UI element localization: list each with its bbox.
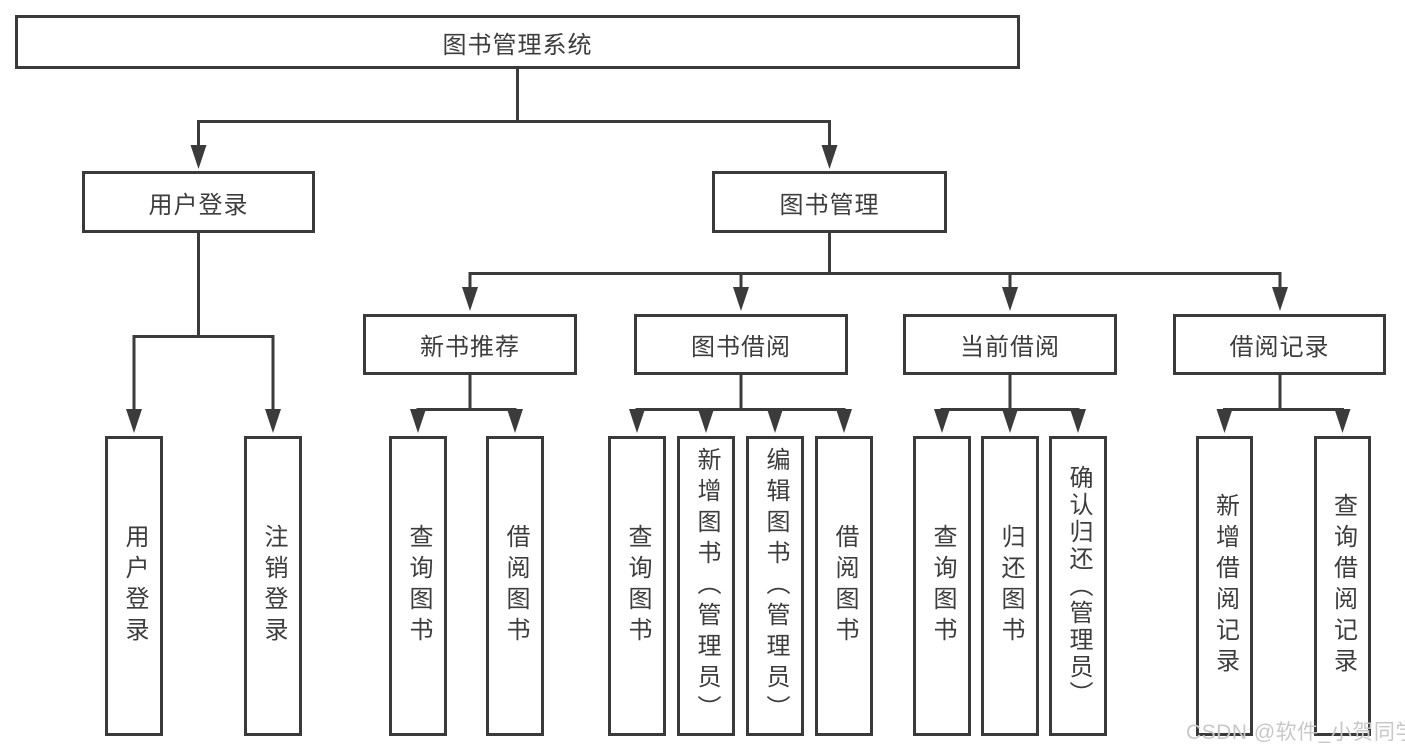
node-label: 图书管理 [779, 191, 880, 219]
node-label: 编辑图书（管理员） [762, 446, 789, 726]
node-current-borrowing: 当前借阅 [903, 314, 1117, 375]
csdn-watermark: CSDN @软件_小贺同学 [1186, 721, 1405, 744]
leaf-add-borrow-record: 新增借阅记录 [1196, 436, 1253, 736]
node-book-management: 图书管理 [712, 171, 947, 233]
leaf-query-books-recommend: 查询图书 [389, 436, 447, 736]
node-user-login: 用户登录 [82, 171, 315, 233]
node-label: 查询图书 [405, 524, 432, 648]
leaf-query-books-borrow: 查询图书 [608, 436, 666, 736]
node-label: 查询图书 [929, 524, 956, 648]
leaf-query-books-current: 查询图书 [913, 436, 971, 736]
node-label: 查询图书 [624, 524, 651, 648]
node-label: 新增借阅记录 [1211, 493, 1239, 679]
node-label: 借阅图书 [831, 524, 858, 648]
node-label: 当前借阅 [960, 334, 1060, 361]
node-label: 新书推荐 [420, 334, 520, 361]
node-label: 用户登录 [148, 191, 249, 219]
node-book-borrowing: 图书借阅 [634, 314, 848, 375]
leaf-return-books: 归还图书 [981, 436, 1039, 736]
leaf-confirm-return-admin: 确认归还（管理员） [1049, 436, 1107, 736]
node-borrow-records: 借阅记录 [1173, 314, 1386, 375]
leaf-borrow-books-borrow: 借阅图书 [815, 436, 873, 736]
node-label: 归还图书 [997, 524, 1024, 648]
node-label: 用户登录 [121, 524, 148, 648]
leaf-borrow-books-recommend: 借阅图书 [486, 436, 544, 736]
leaf-add-book-admin: 新增图书（管理员） [677, 436, 735, 736]
node-label: 新增图书（管理员） [693, 446, 720, 726]
leaf-logout-login: 注销登录 [244, 436, 302, 736]
node-label: 注销登录 [260, 524, 287, 648]
node-label: 确认归还（管理员） [1065, 464, 1092, 708]
node-label: 借阅记录 [1229, 334, 1330, 361]
node-label: 图书借阅 [691, 334, 791, 361]
node-label: 借阅图书 [502, 524, 529, 648]
leaf-edit-book-admin: 编辑图书（管理员） [746, 436, 804, 736]
node-new-book-recommend: 新书推荐 [363, 314, 577, 375]
leaf-user-login: 用户登录 [105, 436, 163, 736]
node-library-management-system: 图书管理系统 [15, 15, 1020, 69]
leaf-query-borrow-record: 查询借阅记录 [1314, 436, 1371, 736]
node-label: 查询借阅记录 [1329, 493, 1357, 679]
node-label: 图书管理系统 [442, 31, 593, 59]
